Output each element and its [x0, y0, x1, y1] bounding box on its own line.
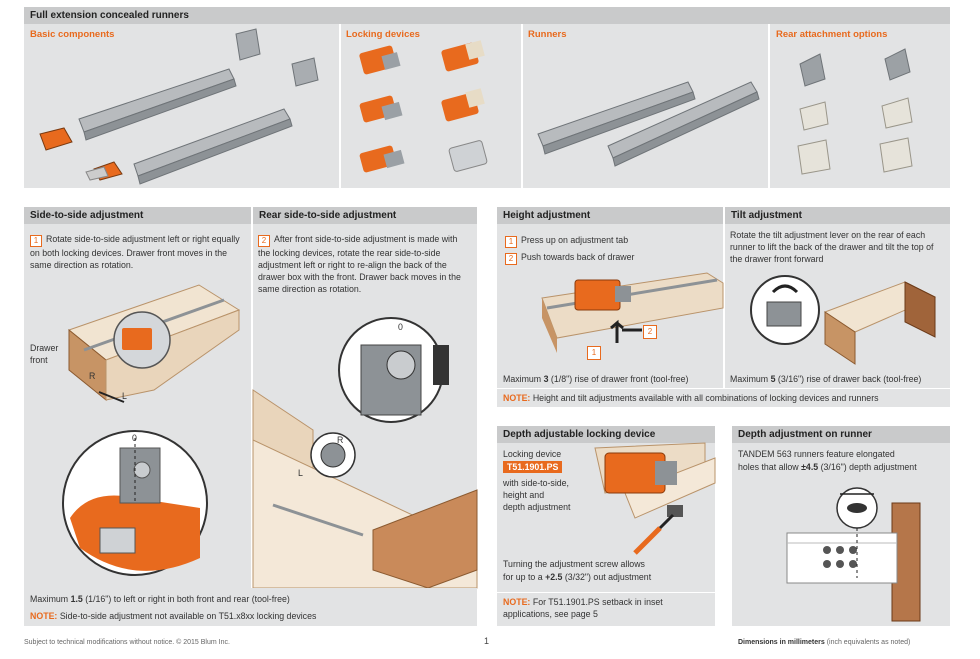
depth-locking-title: Depth adjustable locking device [503, 429, 656, 440]
depth-runner-title: Depth adjustment on runner [738, 429, 872, 440]
depth-locking-line3: height and [503, 490, 545, 500]
tilt-illustration [750, 275, 937, 365]
rear-r-label: R [337, 435, 344, 445]
page-number: 1 [484, 636, 490, 646]
drawer-front-label: Drawer front [30, 343, 59, 365]
rear-side-text: After front side-to-side adjustment is m… [258, 234, 461, 294]
depth-runner-line2: holes that allow ±4.5 (3/16") depth adju… [738, 462, 917, 472]
arrow-up-icon [610, 319, 624, 343]
side-detail-illustration [62, 430, 208, 576]
lock-device-6-icon [448, 140, 488, 172]
depth-locking-line1: Locking device [503, 449, 562, 459]
callout-1: 1 [587, 346, 601, 360]
lock-device-3-icon [359, 95, 403, 123]
footer-right: Dimensions in millimeters (inch equivale… [738, 639, 911, 646]
divider [339, 24, 341, 188]
locking-device-icon [39, 127, 123, 181]
rear-l-label: L [298, 468, 303, 478]
middle-note-band [497, 389, 950, 407]
lock-device-5-icon [359, 145, 405, 173]
depth-note-2: applications, see page 5 [503, 609, 598, 619]
side-max-text: Maximum 1.5 (1/16") to left or right in … [30, 594, 290, 604]
tilt-title: Tilt adjustment [731, 210, 802, 221]
height-title: Height adjustment [503, 210, 591, 221]
height-header: Height adjustment [497, 207, 723, 224]
section-rear-attachment: Rear attachment options [776, 29, 888, 40]
rear-bracket-2-icon [884, 48, 911, 81]
rear-side-header: Rear side-to-side adjustment [253, 207, 477, 224]
section-locking-devices: Locking devices [346, 29, 420, 40]
lock-device-1-icon [359, 45, 401, 75]
rear-bracket-5-icon [797, 139, 831, 175]
rear-side-illustration [252, 317, 478, 589]
middle-note: NOTE: Height and tilt adjustments availa… [503, 393, 879, 403]
rear-attachment-illustration [797, 48, 913, 175]
turning-line2: for up to a +2.5 (3/32") out adjustment [503, 572, 652, 582]
height-max-text: Maximum 3 (1/8") rise of drawer front (t… [503, 374, 689, 384]
lock-device-4-icon [441, 88, 485, 122]
depth-runner-illustration [786, 487, 921, 622]
section-basic-components: Basic components [30, 29, 115, 40]
step-number: 1 [30, 235, 42, 247]
runner-1-icon [78, 68, 237, 141]
section-runners: Runners [528, 29, 567, 40]
side-note: NOTE: Side-to-side adjustment not availa… [30, 611, 317, 621]
rear-zero-label: 0 [398, 322, 403, 332]
tilt-text: Rotate the tilt adjustment lever on the … [730, 230, 934, 264]
rear-side-title: Rear side-to-side adjustment [259, 210, 397, 221]
depth-note: NOTE: For T51.1901.PS setback in inset [503, 597, 663, 607]
bracket-icon [235, 28, 319, 87]
turning-line1: Turning the adjustment screw allows [503, 559, 645, 569]
side-to-side-text: Rotate side-to-side adjustment left or r… [30, 234, 240, 270]
zero-label: 0 [132, 433, 137, 443]
lock-device-2-icon [441, 40, 485, 72]
depth-note-band [497, 592, 715, 593]
lock-icon [122, 328, 152, 350]
depth-locking-line2: with side-to-side, [503, 478, 570, 488]
screwdriver-icon [633, 526, 662, 555]
top-header: Full extension concealed runners [24, 7, 950, 24]
runner-pair-1-icon [537, 81, 696, 155]
runner-pair-2-icon [607, 81, 760, 167]
locking-devices-illustration [359, 40, 488, 173]
depth-locking-header: Depth adjustable locking device [497, 426, 715, 443]
rear-bracket-3-icon [799, 101, 829, 131]
rear-bracket-6-icon [879, 137, 913, 173]
side-to-side-title: Side-to-side adjustment [30, 210, 144, 221]
rear-bracket-1-icon [799, 53, 826, 87]
basic-components-illustration [39, 28, 319, 185]
depth-locking-illustration [594, 442, 716, 555]
runner-2-icon [133, 108, 293, 185]
runners-illustration [537, 81, 760, 167]
callout-2: 2 [643, 325, 657, 339]
l-label: L [122, 391, 127, 401]
r-label: R [89, 371, 96, 381]
tilt-max-text: Maximum 5 (3/16") rise of drawer back (t… [730, 374, 922, 384]
depth-runner-header: Depth adjustment on runner [732, 426, 950, 443]
divider [768, 24, 770, 188]
top-title: Full extension concealed runners [30, 10, 189, 21]
divider [521, 24, 523, 188]
arrow-icon [98, 391, 125, 403]
drawer-side-illustration [67, 284, 241, 403]
screw-icon [667, 505, 683, 517]
bottom-left-band [24, 588, 477, 626]
rear-bracket-4-icon [881, 97, 913, 129]
tilt-header: Tilt adjustment [725, 207, 950, 224]
footer-left: Subject to technical modifications witho… [24, 639, 230, 646]
depth-runner-line1: TANDEM 563 runners feature elongated [738, 449, 895, 459]
height-illustration [541, 272, 724, 353]
step-number: 2 [258, 235, 270, 247]
depth-locking-line4: depth adjustment [503, 502, 571, 512]
depth-locking-badge: T51.1901.PS [503, 461, 563, 473]
side-to-side-header: Side-to-side adjustment [24, 207, 251, 224]
